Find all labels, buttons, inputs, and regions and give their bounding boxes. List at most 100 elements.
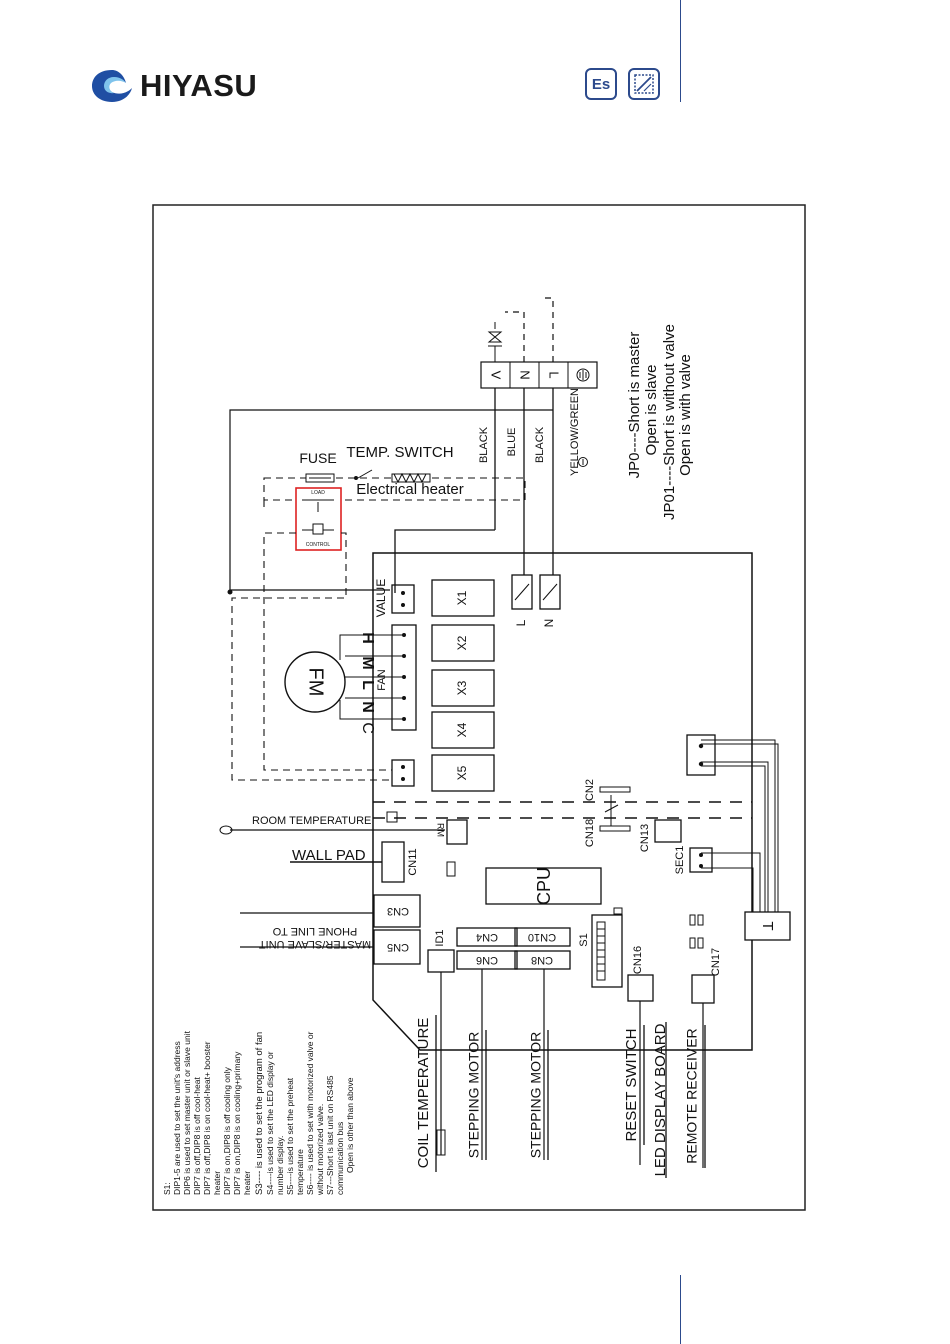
svg-text:S1:: S1: [162, 1182, 172, 1195]
svg-text:DIP6 is used to set master un: DIP6 is used to set master unit or slave… [182, 1030, 192, 1195]
cn11-connector [381, 841, 405, 883]
jp0-note: JP0----Short is master [626, 332, 643, 479]
cn3-label: CN3 [387, 905, 409, 917]
svg-text:without motorized valve.: without motorized valve. [315, 1104, 325, 1196]
earth-icon [578, 457, 588, 467]
svg-text:S6---- is used to set with mot: S6---- is used to set with motorized val… [305, 1031, 315, 1195]
relay-module: LOAD CONTROL [295, 487, 342, 551]
edit-document-icon[interactable] [628, 68, 660, 100]
terminal-block: V N L [480, 361, 598, 389]
room-temperature-label: ROOM TEMPERATURE [252, 815, 371, 827]
remote-receiver-label: REMOTE RECEIVER [684, 1028, 700, 1163]
power-input-l: L [511, 574, 533, 626]
svg-text:X5: X5 [455, 765, 469, 780]
wire-label-blue: BLUE [506, 428, 518, 457]
fan-motor-label: FM [305, 668, 327, 697]
fan-label: FAN [376, 669, 388, 690]
settings-notes: S1: DIP1-5 are used to set the unit's ad… [162, 1030, 355, 1196]
cn17-connector [691, 974, 715, 1004]
svg-text:Open is other than above: Open is other than above [345, 1077, 355, 1173]
fan-motor [284, 651, 346, 713]
cpu-label: CPU [534, 867, 554, 905]
cn4-label: CN4 [476, 931, 498, 943]
footer-divider [680, 1275, 681, 1344]
jp0-open-note: Open is slave [643, 365, 660, 456]
value-connector-label: VALUE [374, 579, 388, 617]
wire-label-black-l: BLACK [534, 426, 546, 463]
stepping-motor-label-2: STEPPING MOTOR [528, 1032, 544, 1159]
relay-control-label: CONTROL [306, 542, 331, 548]
s1-dip-switch [591, 914, 623, 988]
svg-text:DIP7 is on,DIP8 is on coolin: DIP7 is on,DIP8 is on cooling+primary [232, 1051, 242, 1195]
cn13-label: CN13 [639, 824, 651, 852]
transformer-label: T [759, 921, 776, 930]
svg-text:DIP7 is off,DIP8 is on cool-: DIP7 is off,DIP8 is on cool-heat+ booste… [202, 1041, 212, 1195]
svg-text:X4: X4 [455, 722, 469, 737]
phone-line-label: PHONE LINE TO [272, 925, 357, 937]
relay-x5: X5 [431, 754, 495, 792]
cn10-connector [514, 927, 571, 947]
cn8-label: CN8 [531, 954, 553, 966]
cn8-connector [514, 950, 571, 970]
brand-swirl-icon [92, 70, 132, 102]
svg-text:S7---Short is last unit on RS4: S7---Short is last unit on RS485 [325, 1075, 335, 1195]
cn3-connector [373, 894, 421, 928]
svg-text:N: N [542, 619, 556, 628]
s1-label: S1 [578, 933, 590, 946]
cn2-label: CN2 [584, 779, 596, 801]
cn6-connector [456, 950, 518, 970]
svg-text:number display.: number display. [275, 1136, 285, 1195]
rm-label: RM [436, 823, 446, 837]
cn4-connector [456, 927, 518, 947]
cn16-label: CN16 [632, 946, 644, 974]
cn11-label: CN11 [407, 848, 419, 875]
temp-switch-label: TEMP. SWITCH [346, 444, 453, 461]
fan-speed-l: L [359, 680, 376, 690]
reset-switch-label: RESET SWITCH [623, 1028, 640, 1141]
svg-text:heater: heater [212, 1171, 222, 1195]
transformer [744, 911, 791, 941]
id1-connector [427, 949, 455, 973]
wire-label-yellow-green: YELLOW/GREEN [569, 388, 581, 476]
sec1-connector [689, 847, 713, 873]
svg-text:communication bus: communication bus [335, 1122, 345, 1195]
language-badge[interactable]: Es [585, 68, 617, 100]
heater-label: Electrical heater [356, 481, 464, 498]
brand-name: HIYASU [140, 68, 258, 103]
cpu-chip [485, 867, 602, 905]
cn10-label: CN10 [528, 931, 556, 943]
fan-speed-m: M [359, 656, 376, 669]
svg-text:DIP7 is on,DIP8 is off cooli: DIP7 is on,DIP8 is off cooling only [222, 1066, 232, 1195]
jp01-open-note: Open is with valve [677, 354, 694, 476]
fan-speed-h: H [359, 632, 376, 644]
terminal-n: N [518, 370, 533, 379]
relay-load-label: LOAD [311, 490, 325, 496]
sec1-label: SEC1 [674, 846, 686, 875]
led-display-board-label: LED DISPLAY BOARD [652, 1023, 669, 1176]
svg-text:X1: X1 [455, 590, 469, 605]
wall-pad-label: WALL PAD [292, 847, 366, 864]
svg-text:L: L [514, 619, 528, 626]
svg-text:DIP1-5 are used to set the uni: DIP1-5 are used to set the unit's addres… [172, 1041, 182, 1195]
cn5-label: CN5 [387, 941, 409, 953]
cn17-label: CN17 [710, 948, 722, 976]
cn16-connector [627, 974, 654, 1002]
brand-logo: HIYASU [90, 66, 257, 106]
fan-speed-n: N [359, 701, 376, 713]
valve-symbol [487, 322, 503, 362]
svg-text:S5----is used to set the prehe: S5----is used to set the preheat [285, 1077, 295, 1195]
svg-text:S4----is used to set the LED d: S4----is used to set the LED display or [265, 1051, 275, 1195]
terminal-v: V [489, 371, 504, 380]
stepping-motor-label-1: STEPPING MOTOR [466, 1032, 482, 1159]
id1-label: ID1 [434, 929, 446, 946]
wire-label-black-v: BLACK [478, 426, 490, 463]
relay-x2: X2 [431, 624, 495, 662]
cn6-label: CN6 [476, 954, 498, 966]
relay-x3: X3 [431, 669, 495, 707]
earth-icon [576, 368, 590, 382]
relay-x4: X4 [431, 711, 495, 749]
diagram-frame [152, 204, 806, 1211]
master-slave-unit-label: MASTER/SLAVE UNIT [259, 938, 372, 950]
header-divider [680, 0, 681, 102]
